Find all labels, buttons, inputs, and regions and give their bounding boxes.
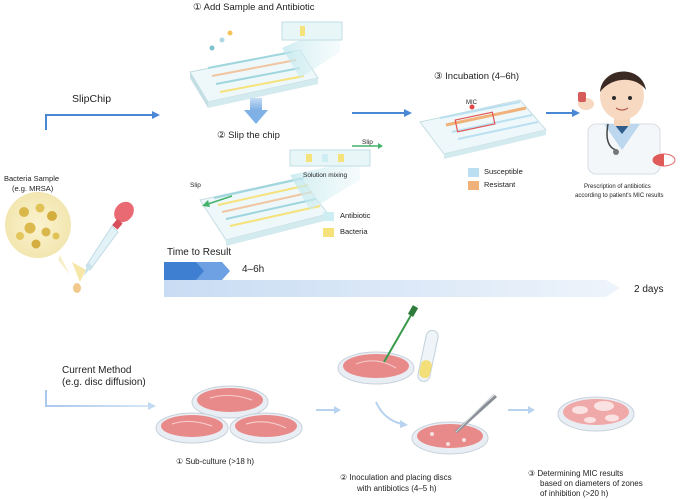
current-method-time-value: 2 days [634, 284, 664, 295]
legend-resistant-swatch [468, 181, 479, 190]
arrow-to-mic-results [508, 406, 535, 414]
arrow-to-incubation [352, 109, 412, 117]
bacteria-sample-title: Bacteria Sample [4, 174, 60, 183]
mic-result-dish [557, 396, 635, 432]
step-slip-chip-label: ② Slip the chip [217, 130, 280, 141]
slip-right-label: Slip [362, 139, 373, 146]
arrow-to-inoculation [316, 406, 341, 414]
slipchip-time-value: 4–6h [242, 264, 265, 275]
mic-results-label-line-1: ③ Determining MIC results [528, 469, 624, 478]
legend-antibiotic-swatch [323, 212, 334, 221]
down-arrow [244, 98, 268, 124]
bacteria-sample-illustration [5, 192, 86, 293]
legend-antibiotic-label: Antibiotic [340, 211, 371, 220]
chip-slip [199, 143, 383, 246]
dropper-illustration [84, 201, 134, 276]
current-method-title: Current Method [62, 365, 132, 376]
legend-susceptible-label: Susceptible [484, 167, 523, 176]
inoculation-dish-bottom [411, 393, 498, 455]
subculture-label: ① Sub-culture (>18 h) [176, 457, 255, 466]
mic-marker-label: MIC [466, 100, 477, 106]
time-to-result-title: Time to Result [167, 247, 232, 258]
slipchip-label: SlipChip [72, 93, 112, 105]
doctor-caption-line-1: Prescription of antibiotics [584, 184, 651, 190]
chip-incubation [419, 99, 547, 159]
legend-resistant-label: Resistant [484, 180, 516, 189]
legend-susceptible-swatch [468, 168, 479, 177]
slipchip-arrow [45, 111, 160, 130]
doctor-illustration [578, 71, 676, 175]
subculture-dishes [155, 385, 303, 444]
inoculation-dish-top [337, 305, 439, 385]
legend-bacteria-swatch [323, 228, 334, 237]
mic-results-label-line-2: based on diameters of zones [540, 479, 643, 488]
bacteria-sample-subtitle: (e.g. MRSA) [12, 184, 54, 193]
mic-results-label-line-3: of inhibition (>20 h) [540, 489, 609, 498]
inoculation-label-line-2: with antibiotics (4–5 h) [357, 484, 437, 493]
solution-mixing-label: Solution mixing [303, 172, 348, 179]
time-to-result-bars [164, 262, 620, 297]
chip-add-sample [189, 21, 343, 108]
doctor-caption-line-2: according to patient's MIC results [575, 193, 664, 199]
inoculation-label-line-1: ② Inoculation and placing discs [340, 473, 452, 482]
legend-bacteria-label: Bacteria [340, 227, 368, 236]
step-add-sample-label: ① Add Sample and Antibiotic [193, 2, 315, 13]
step-incubation-label: ③ Incubation (4–6h) [434, 71, 520, 82]
current-method-subtitle: (e.g. disc diffusion) [62, 377, 146, 388]
arrow-to-doctor [546, 109, 580, 117]
slip-left-label: Slip [190, 182, 201, 189]
current-method-arrow [45, 390, 156, 410]
inoculation-curved-arrow [375, 401, 408, 428]
